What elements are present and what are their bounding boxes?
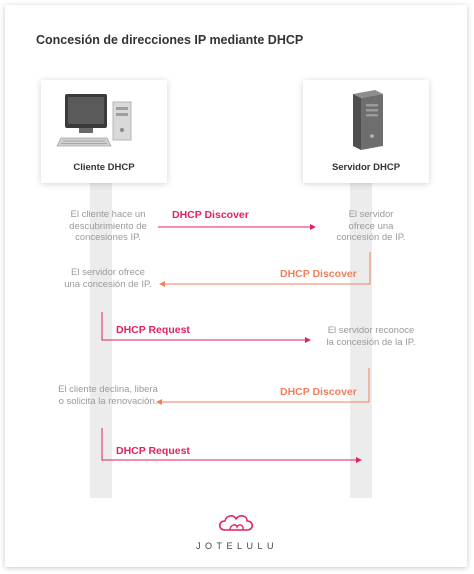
brand-name: JOTELULU <box>195 541 278 551</box>
client-label: Cliente DHCP <box>73 162 135 173</box>
message-label-request-2: DHCP Request <box>116 445 190 457</box>
arrow-offer-1 <box>159 252 371 287</box>
arrow-request-1 <box>101 312 311 343</box>
server-box: Servidor DHCP <box>303 80 429 183</box>
client-lifeline <box>90 180 112 498</box>
desktop-computer-icon <box>56 94 132 147</box>
note-client-decline: El cliente declina, libera o solicita la… <box>58 384 158 407</box>
server-label: Servidor DHCP <box>331 162 401 173</box>
message-label-offer-2: DHCP Discover <box>280 386 357 398</box>
arrow-request-2 <box>101 428 362 463</box>
message-label-offer-1: DHCP Discover <box>280 268 357 280</box>
arrow-offer-2 <box>156 368 370 405</box>
cloud-logo-icon <box>0 510 474 539</box>
note-client-discover: El cliente hace un descubrimiento de con… <box>69 209 147 243</box>
note-client-offer: El servidor ofrece una concesión de IP. <box>64 267 152 290</box>
arrow-discover-1 <box>158 224 316 230</box>
message-label-discover-1: DHCP Discover <box>172 209 249 221</box>
server-lifeline <box>350 180 372 498</box>
diagram-title: Concesión de direcciones IP mediante DHC… <box>36 33 304 47</box>
message-label-request-1: DHCP Request <box>116 324 190 336</box>
client-box: Cliente DHCP <box>41 80 167 183</box>
server-tower-icon <box>353 90 383 150</box>
note-server-offer: El servidor ofrece una concesión de IP. <box>336 209 406 243</box>
note-server-ack: El servidor reconoce la concesión de la … <box>326 325 416 348</box>
